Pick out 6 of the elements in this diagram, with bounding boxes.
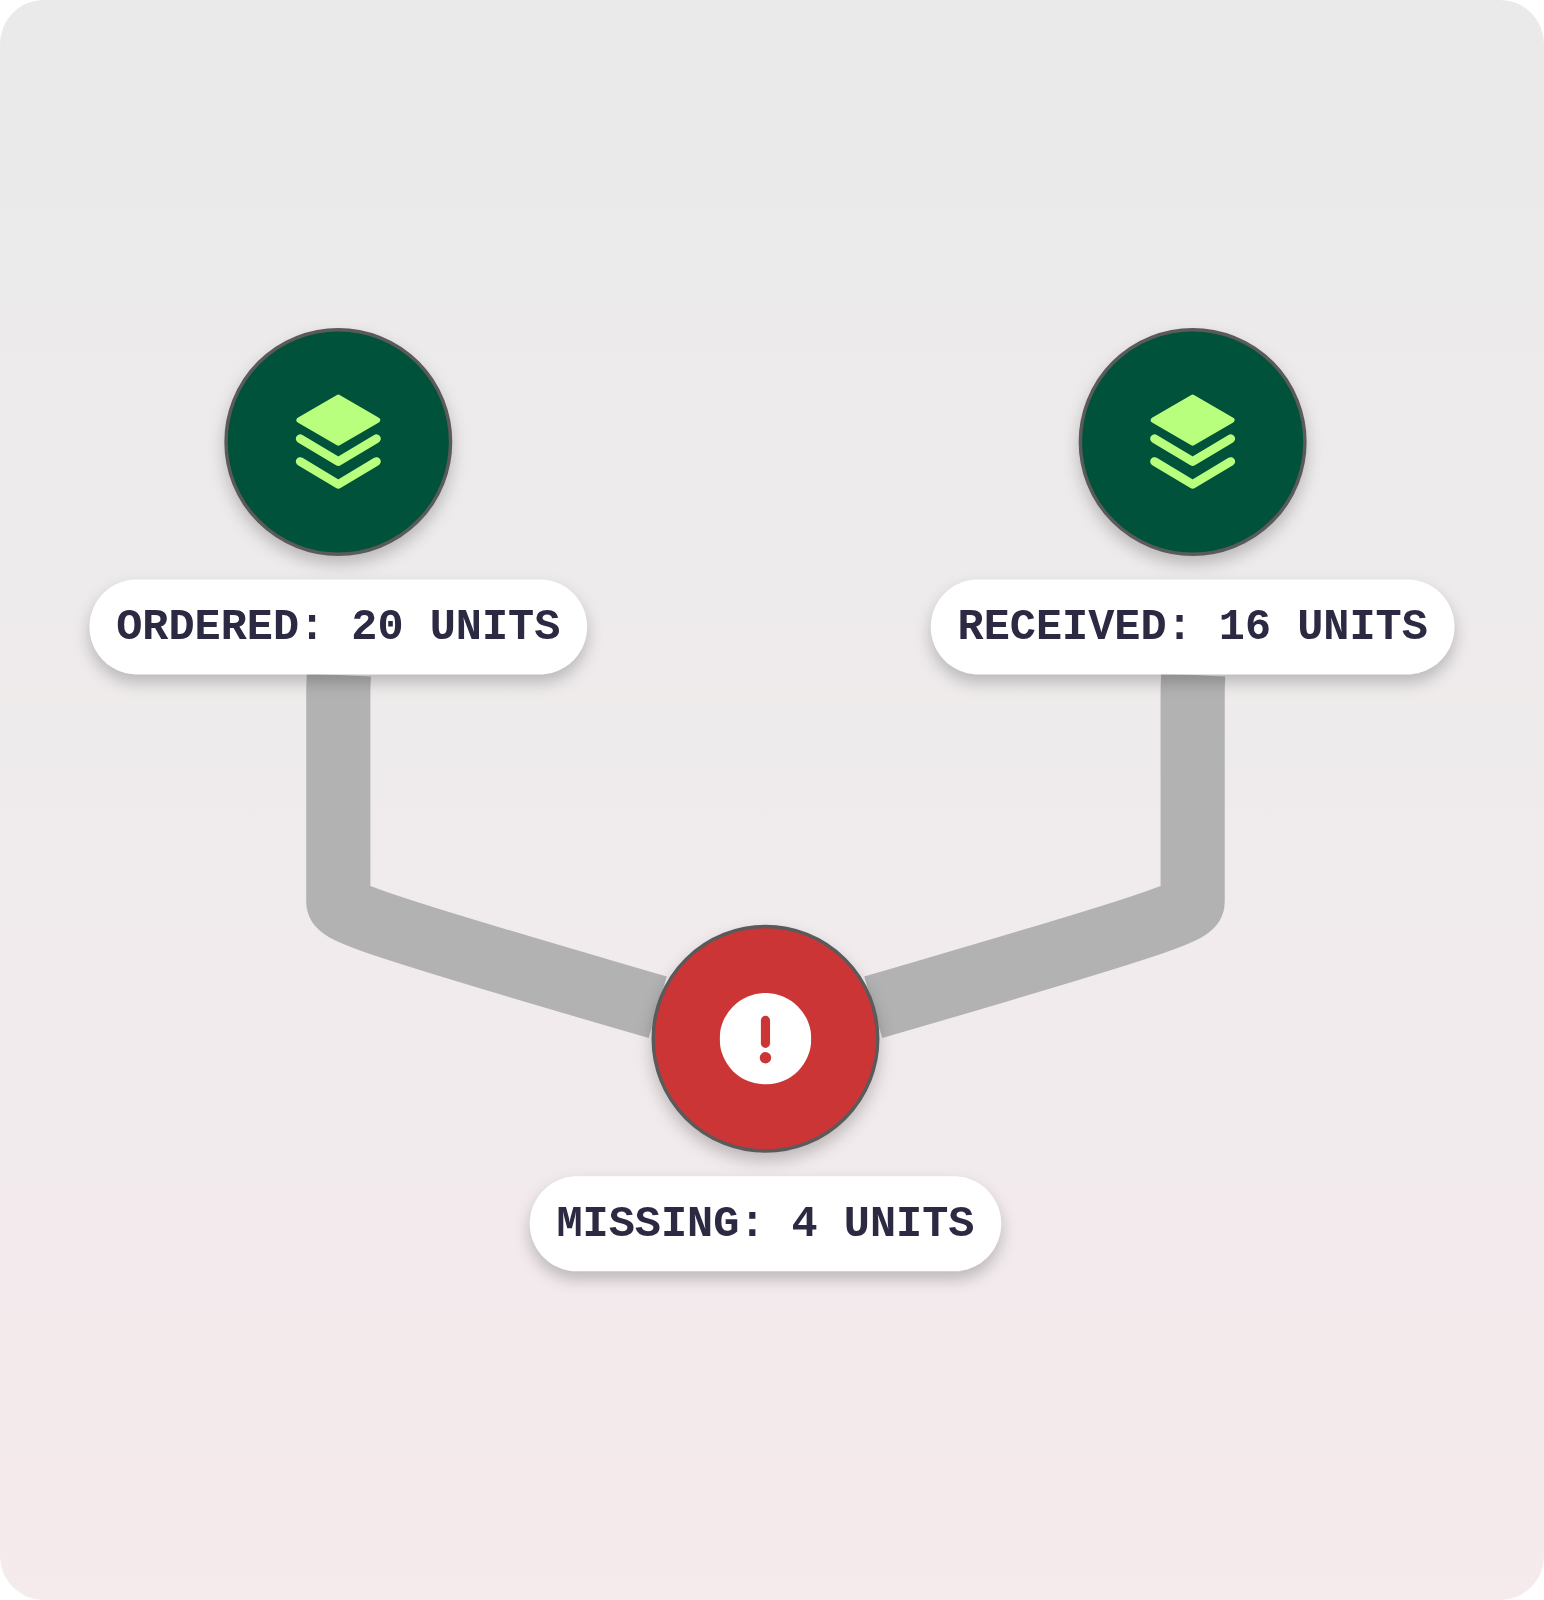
status-circle <box>651 924 880 1153</box>
count-label: RECEIVED: 16 UNITS <box>930 578 1455 674</box>
count-label: ORDERED: 20 UNITS <box>89 578 588 674</box>
status-circle <box>224 327 453 556</box>
status-circle <box>1078 327 1307 556</box>
count-label: MISSING: 4 UNITS <box>529 1175 1002 1271</box>
